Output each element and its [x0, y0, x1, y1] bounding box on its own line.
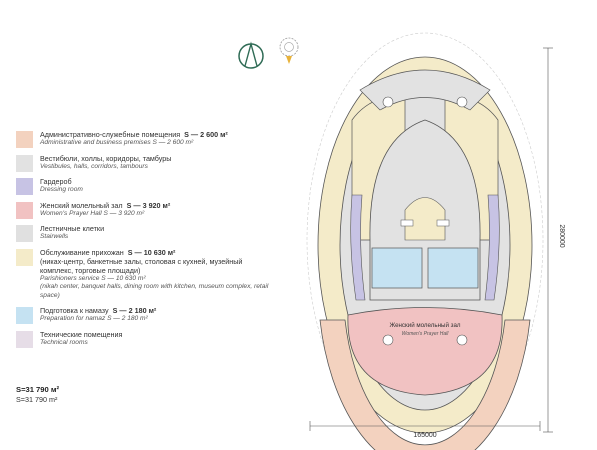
- central-feature: [404, 197, 446, 241]
- legend-ru: Административно-служебные помещения: [40, 130, 181, 139]
- swatch-namaz-prep: [16, 307, 33, 324]
- legend: Административно-служебные помещения S — …: [16, 130, 276, 353]
- legend-ru: Обслуживание прихожан: [40, 247, 124, 257]
- column-top-right: [456, 96, 468, 108]
- legend-en: Vestibules, halls, corridors, tambours: [40, 162, 148, 170]
- legend-ru-extra: (никах-центр, банкетные залы, столовая с…: [40, 256, 243, 275]
- legend-ru: Вестибюли, холлы, коридоры, тамбуры: [40, 153, 172, 163]
- column-left: [382, 334, 394, 346]
- legend-en: Preparation for namaz S — 2 180 m²: [40, 315, 148, 322]
- namaz-room-left: [371, 247, 423, 289]
- legend-area: S — 3 920 м²: [126, 200, 171, 210]
- admin-ring: [319, 319, 531, 450]
- legend-en: Dressing room: [40, 186, 83, 193]
- cloakroom-right: [484, 194, 500, 301]
- hall-label-en: Women's Prayer Hall: [402, 331, 450, 337]
- legend-en: Women's Prayer Hall S — 3 920 m²: [40, 209, 145, 217]
- svg-text:280000: 280000: [558, 224, 565, 247]
- legend-item-admin: Административно-служебные помещения S — …: [16, 130, 276, 148]
- total-area: S=31 790 м² S=31 790 m²: [16, 385, 59, 404]
- legend-en: Technical rooms: [40, 338, 88, 346]
- hall-label-ru: Женский молельный зал: [389, 322, 460, 329]
- legend-en: Stairwells: [40, 233, 69, 240]
- legend-ru: Женский молельный зал: [40, 200, 123, 210]
- north-arrow-icon: [238, 41, 264, 69]
- legend-ru: Гардероб: [40, 177, 72, 186]
- dimension-height: 280000: [543, 47, 565, 433]
- swatch-women-hall: [16, 201, 33, 219]
- lotus-compass-icon: [279, 37, 299, 64]
- total-area-en: S=31 790 m²: [16, 395, 58, 404]
- swatch-stairwells: [16, 225, 33, 242]
- legend-area: S — 2 180 м²: [112, 306, 157, 315]
- legend-item-namaz-prep: Подготовка к намазу S — 2 180 м² Prepara…: [16, 306, 276, 324]
- legend-area: S — 10 630 м²: [127, 247, 176, 257]
- legend-ru: Технические помещения: [40, 329, 123, 339]
- womens-prayer-hall: [347, 307, 503, 396]
- bench-left: [400, 219, 414, 227]
- legend-item-cloakroom: Гардероб Dressing room: [16, 177, 276, 195]
- column-right: [456, 334, 468, 346]
- legend-item-technical: Технические помещения Technical rooms: [16, 330, 276, 348]
- column-top-left: [382, 96, 394, 108]
- legend-item-vestibules: Вестибюли, холлы, коридоры, тамбуры Vest…: [16, 154, 276, 172]
- legend-area: S — 2 600 м²: [184, 130, 228, 139]
- legend-en: Administrative and business premises S —…: [40, 139, 194, 146]
- legend-ru: Лестничные клетки: [40, 224, 105, 233]
- dimension-width: 165000: [309, 421, 541, 439]
- legend-item-parishioners: Обслуживание прихожан S — 10 630 м² (ник…: [16, 248, 276, 301]
- namaz-room-right: [427, 247, 479, 289]
- construction-outline: [306, 32, 544, 448]
- swatch-vestibules: [16, 154, 33, 172]
- cloakroom-left: [350, 194, 366, 301]
- swatch-parishioners: [16, 248, 33, 266]
- swatch-technical: [16, 330, 33, 348]
- swatch-admin: [16, 131, 33, 148]
- legend-ru: Подготовка к намазу: [40, 306, 109, 315]
- total-area-ru: S=31 790 м²: [16, 385, 59, 394]
- legend-en-extra: (nikah center, banquet halls, dining roo…: [40, 283, 269, 299]
- legend-en: Parishioners service S — 10 630 m²: [40, 274, 146, 282]
- swatch-cloakroom: [16, 178, 33, 195]
- legend-item-women-hall: Женский молельный зал S — 3 920 м² Women…: [16, 201, 276, 219]
- legend-item-stairwells: Лестничные клетки Stairwells: [16, 224, 276, 242]
- bench-right: [436, 219, 450, 227]
- svg-text:165000: 165000: [413, 432, 436, 439]
